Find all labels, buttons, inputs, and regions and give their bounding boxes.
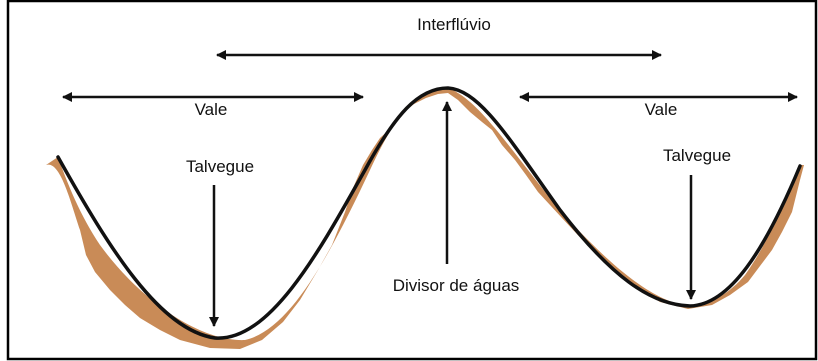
terrain-profile-line xyxy=(56,86,802,340)
vale-left-label: Vale xyxy=(195,100,228,119)
talvegue-right-label: Talvegue xyxy=(663,146,731,165)
talvegue-left-label: Talvegue xyxy=(186,157,254,176)
interfluvio-label: Interflúvio xyxy=(417,15,491,34)
vale-right-label: Vale xyxy=(645,100,678,119)
divisor-label: Divisor de águas xyxy=(393,276,520,295)
